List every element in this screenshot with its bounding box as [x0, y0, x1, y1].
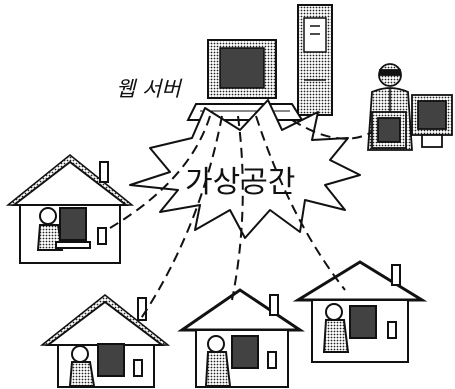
- web-server-label: 웹 서버: [116, 77, 183, 101]
- house-bottom-right: [298, 262, 422, 362]
- house-bottom-left: [42, 295, 168, 387]
- web-server-computer: [188, 5, 332, 120]
- house-left: [8, 155, 132, 263]
- administrator-icon: [368, 64, 452, 150]
- house-bottom-center: [182, 290, 300, 387]
- house-user-icon: [38, 208, 90, 250]
